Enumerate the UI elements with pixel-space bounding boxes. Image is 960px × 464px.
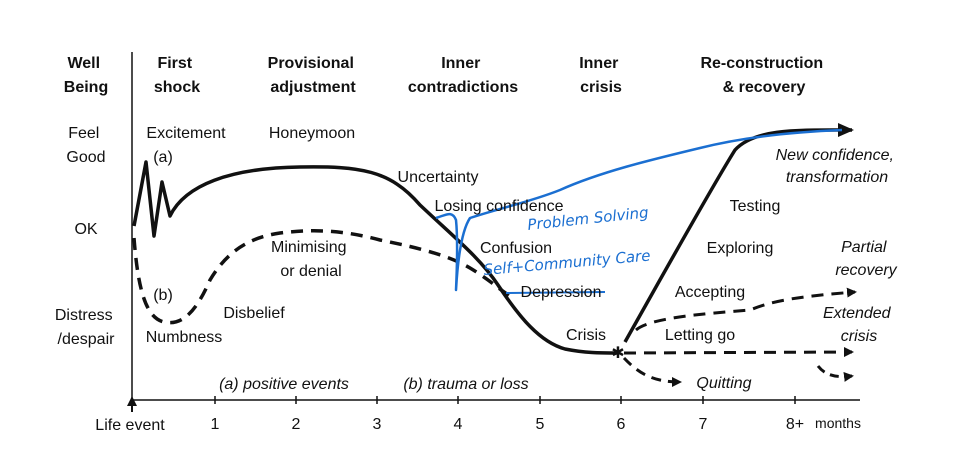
label-new-confidence: New confidence, transformation bbox=[776, 147, 899, 186]
x-tick-1: 1 bbox=[211, 416, 220, 433]
label-letting-go: Letting go bbox=[665, 327, 735, 344]
label-exploring: Exploring bbox=[707, 240, 774, 257]
header-inner-crisis: Inner crisis bbox=[579, 55, 623, 96]
x-tick-8-plus: 8+ bbox=[786, 416, 804, 433]
label-disbelief: Disbelief bbox=[223, 305, 285, 322]
level-distress: Distress /despair bbox=[55, 307, 117, 348]
extended-crisis-lower-arrow bbox=[816, 365, 854, 382]
label-excitement: Excitement bbox=[146, 125, 226, 142]
x-tick-6: 6 bbox=[617, 416, 626, 433]
x-tick-2: 2 bbox=[292, 416, 301, 433]
quitting-arrow bbox=[622, 356, 682, 387]
curve-b-trauma-loss bbox=[132, 229, 511, 325]
recovery-main-arrow bbox=[623, 122, 854, 343]
x-origin-label: Life event bbox=[95, 417, 165, 434]
label-losing-confidence: Losing confidence bbox=[435, 198, 564, 215]
level-feel-good: Feel Good bbox=[66, 125, 105, 166]
partial-recovery-arrow bbox=[635, 287, 857, 332]
legend-positive-events: (a) positive events bbox=[219, 376, 349, 393]
label-quitting: Quitting bbox=[696, 375, 751, 392]
label-a-marker: (a) bbox=[153, 149, 173, 166]
curve-a-positive-events bbox=[132, 160, 619, 355]
x-tick-marks bbox=[214, 396, 796, 404]
label-uncertainty: Uncertainty bbox=[398, 169, 479, 186]
label-b-marker: (b) bbox=[153, 287, 173, 304]
x-tick-5: 5 bbox=[536, 416, 545, 433]
label-crisis: Crisis bbox=[566, 327, 606, 344]
header-first-shock: First shock bbox=[154, 55, 200, 96]
header-inner-contradictions: Inner contradictions bbox=[408, 55, 518, 96]
level-ok: OK bbox=[74, 221, 97, 238]
x-tick-3: 3 bbox=[373, 416, 382, 433]
label-minimising-denial: Minimising or denial bbox=[271, 239, 351, 280]
crisis-star-icon: ✱ bbox=[611, 343, 624, 362]
label-numbness: Numbness bbox=[146, 329, 222, 346]
label-partial-recovery: Partial recovery bbox=[835, 239, 897, 279]
label-depression: Depression bbox=[521, 284, 602, 301]
label-accepting: Accepting bbox=[675, 284, 745, 301]
header-provisional-adjustment: Provisional adjustment bbox=[268, 55, 359, 96]
label-confusion: Confusion bbox=[480, 240, 552, 257]
x-tick-7: 7 bbox=[699, 416, 708, 433]
x-tick-4: 4 bbox=[454, 416, 463, 433]
legend-trauma-loss: (b) trauma or loss bbox=[403, 376, 528, 393]
extended-crisis-arrow bbox=[623, 347, 854, 358]
label-honeymoon: Honeymoon bbox=[269, 125, 355, 142]
header-reconstruction-recovery: Re-construction & recovery bbox=[700, 55, 827, 96]
annotation-blue-curve bbox=[435, 128, 843, 292]
label-testing: Testing bbox=[730, 198, 781, 215]
header-well-being: Well Being bbox=[64, 55, 108, 96]
x-tick-months: months bbox=[815, 415, 861, 431]
annotation-underline bbox=[505, 291, 606, 294]
label-extended-crisis: Extended crisis bbox=[823, 305, 895, 345]
